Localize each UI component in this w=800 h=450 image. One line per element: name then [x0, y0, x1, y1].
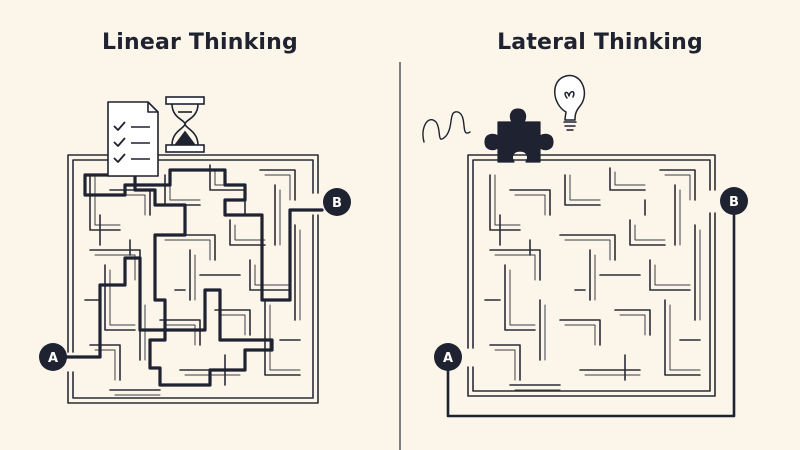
svg-text:B: B — [332, 196, 342, 211]
lightbulb-icon — [554, 74, 586, 131]
start-marker-a: A — [434, 343, 462, 371]
lateral-solution-path — [446, 202, 736, 418]
scribble-icon — [422, 111, 471, 143]
maze-outer-wall-inner — [472, 159, 711, 392]
svg-text:A: A — [443, 351, 453, 366]
checklist-icon — [107, 101, 159, 177]
maze-inner-walls-double — [94, 169, 301, 396]
start-marker-a: A — [39, 343, 67, 371]
hourglass-icon — [165, 96, 205, 153]
end-marker-b: B — [323, 188, 351, 216]
linear-maze — [67, 154, 319, 404]
puzzle-piece-icon — [484, 108, 554, 163]
linear-thinking-title: Linear Thinking — [102, 30, 298, 55]
svg-text:B: B — [729, 195, 739, 210]
maze-outer-wall — [467, 154, 716, 397]
linear-solution-path — [53, 168, 324, 387]
lateral-thinking-title: Lateral Thinking — [497, 30, 703, 55]
end-marker-b: B — [720, 187, 748, 215]
svg-text:A: A — [48, 351, 58, 366]
lateral-maze — [467, 154, 716, 397]
maze-inner-walls — [84, 164, 301, 391]
maze-inner-walls — [484, 167, 701, 386]
maze-inner-walls-double — [494, 171, 701, 391]
